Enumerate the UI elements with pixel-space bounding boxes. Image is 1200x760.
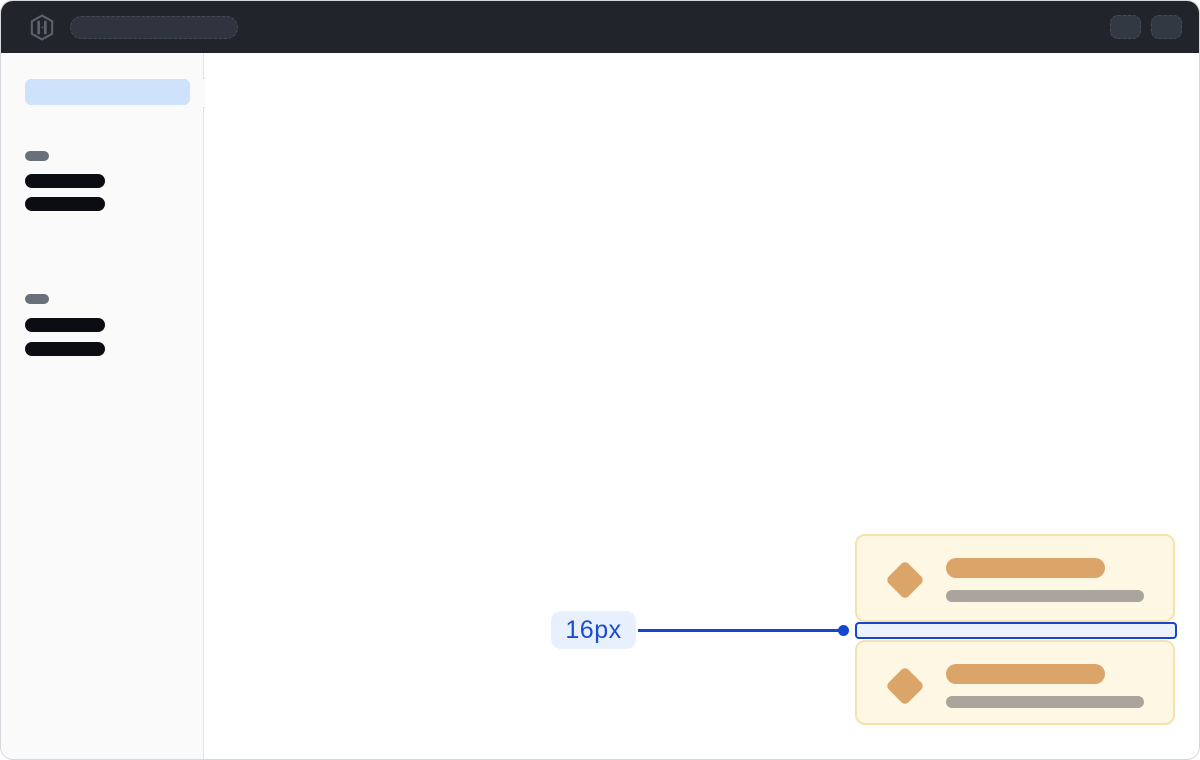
card-title-placeholder — [946, 558, 1105, 578]
card-title-placeholder — [946, 664, 1105, 684]
sidebar-item-placeholder[interactable] — [25, 318, 105, 332]
sidebar — [1, 53, 218, 759]
topbar-action-placeholder-1[interactable] — [1110, 15, 1141, 39]
sidebar-group-label-placeholder — [25, 151, 49, 161]
diamond-icon — [885, 560, 925, 600]
main-content: 16px — [205, 53, 1199, 759]
top-navbar — [1, 1, 1199, 53]
card-subtitle-placeholder — [946, 696, 1144, 708]
spacing-highlight-rect — [855, 622, 1177, 639]
hashicorp-logo-icon[interactable] — [29, 13, 55, 41]
sidebar-active-item-placeholder[interactable] — [25, 79, 190, 105]
diamond-icon — [885, 666, 925, 706]
topbar-action-placeholder-2[interactable] — [1151, 15, 1182, 39]
measurement-label: 16px — [551, 611, 636, 649]
card[interactable] — [855, 534, 1175, 622]
card[interactable] — [855, 640, 1175, 725]
sidebar-group-label-placeholder — [25, 294, 49, 304]
measurement-leader-dot — [838, 624, 849, 636]
search-input-placeholder[interactable] — [70, 15, 238, 39]
card-subtitle-placeholder — [946, 590, 1144, 602]
measurement-leader-line — [638, 629, 840, 632]
sidebar-item-placeholder[interactable] — [25, 174, 105, 188]
sidebar-item-placeholder[interactable] — [25, 197, 105, 211]
sidebar-item-placeholder[interactable] — [25, 342, 105, 356]
